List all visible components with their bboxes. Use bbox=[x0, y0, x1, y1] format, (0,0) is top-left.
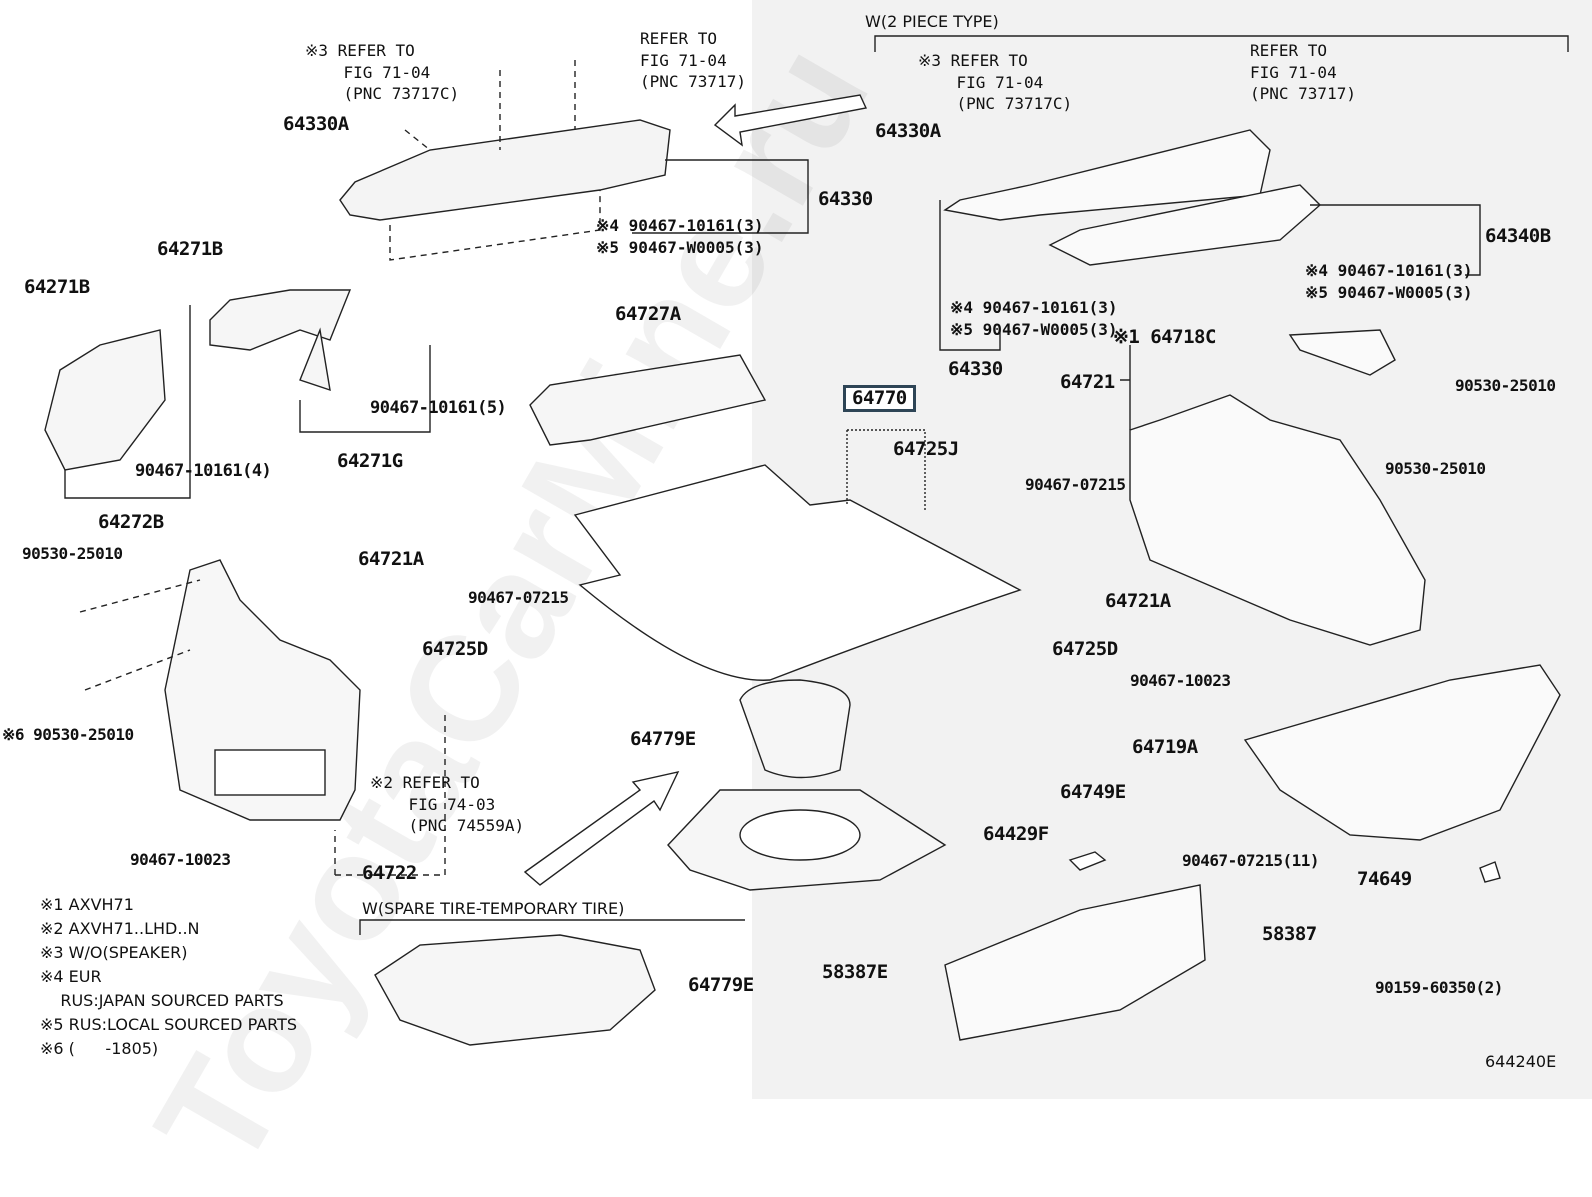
part-label-64271b-a[interactable]: 64271B bbox=[157, 238, 223, 260]
part-label-64330-left[interactable]: 64330 bbox=[818, 188, 873, 210]
footnote: ※2 AXVH71..LHD..N bbox=[40, 919, 200, 938]
callout-ref-73717-left: REFER TO FIG 71-04 (PNC 73717) bbox=[640, 29, 746, 92]
part-label-64718c[interactable]: ※1 64718C bbox=[1113, 326, 1216, 348]
part-label-64779e-a[interactable]: 64779E bbox=[630, 728, 696, 750]
footnote: ※5 RUS:LOCAL SOURCED PARTS bbox=[40, 1015, 298, 1034]
diagram-id: 644240E bbox=[1485, 1052, 1557, 1071]
part-label-90159-60350-2[interactable]: 90159-60350(2) bbox=[1375, 978, 1503, 997]
two-piece-bracket bbox=[874, 35, 1569, 52]
part-label-90467-07215-left[interactable]: 90467-07215 bbox=[468, 588, 569, 607]
part-label-64721a-right[interactable]: 64721A bbox=[1105, 590, 1171, 612]
trim-64721 bbox=[1129, 394, 1426, 646]
part-label-64330a-right[interactable]: 64330A bbox=[875, 120, 941, 142]
callout-ref-73717-right: REFER TO FIG 71-04 (PNC 73717) bbox=[1250, 41, 1356, 104]
part-74649 bbox=[1479, 861, 1501, 883]
cover-64718C bbox=[1288, 329, 1396, 376]
callout-ref-74559a: ※2 REFER TO FIG 74-03 (PNC 74559A) bbox=[370, 773, 525, 836]
part-label-64340b[interactable]: 64340B bbox=[1485, 225, 1551, 247]
footnote: RUS:JAPAN SOURCED PARTS bbox=[40, 991, 284, 1010]
part-label-90530-25010-note6[interactable]: ※6 90530-25010 bbox=[2, 725, 134, 744]
part-label-64779e-b[interactable]: 64779E bbox=[688, 974, 754, 996]
callout-ref-73717c-left: ※3 REFER TO FIG 71-04 (PNC 73717C) bbox=[305, 41, 460, 104]
part-label-64272b[interactable]: 64272B bbox=[98, 511, 164, 533]
part-label-64770-highlighted[interactable]: 64770 bbox=[843, 385, 916, 412]
part-label-74649[interactable]: 74649 bbox=[1357, 868, 1412, 890]
trim-64719A bbox=[1243, 664, 1561, 841]
part-label-90530-25010-r1[interactable]: 90530-25010 bbox=[1455, 376, 1556, 395]
cover-64727A bbox=[529, 354, 767, 446]
part-label-64330-right[interactable]: 64330 bbox=[948, 358, 1003, 380]
part-label-90467-10023-right[interactable]: 90467-10023 bbox=[1130, 671, 1231, 690]
part-label-clip-left[interactable]: ※4 90467-10161(3) ※5 90467-W0005(3) bbox=[596, 216, 764, 257]
part-label-64721[interactable]: 64721 bbox=[1060, 371, 1115, 393]
callout-ref-73717c-right: ※3 REFER TO FIG 71-04 (PNC 73717C) bbox=[918, 51, 1073, 114]
spare-tire-tray-64779E bbox=[739, 679, 851, 779]
parts-illustration bbox=[44, 35, 1569, 1046]
part-label-64749e[interactable]: 64749E bbox=[1060, 781, 1126, 803]
part-label-64721a-left[interactable]: 64721A bbox=[358, 548, 424, 570]
part-label-64271b-b[interactable]: 64271B bbox=[24, 276, 90, 298]
part-label-90467-10161-4[interactable]: 90467-10161(4) bbox=[135, 461, 272, 481]
group-title-two-piece: W(2 PIECE TYPE) bbox=[865, 12, 999, 31]
footnote: ※3 W/O(SPEAKER) bbox=[40, 943, 188, 962]
scuff-plate-58387 bbox=[944, 884, 1206, 1041]
part-label-clip-right-a[interactable]: ※4 90467-10161(3) ※5 90467-W0005(3) bbox=[1305, 261, 1473, 302]
arrow-icon-top bbox=[713, 94, 868, 147]
part-label-90467-10023-left[interactable]: 90467-10023 bbox=[130, 850, 231, 869]
part-label-clip-right-b[interactable]: ※4 90467-10161(3) ※5 90467-W0005(3) bbox=[950, 298, 1118, 339]
part-label-64330a-left[interactable]: 64330A bbox=[283, 113, 349, 135]
arrow-icon-bottom bbox=[523, 771, 680, 886]
footnote: ※4 EUR bbox=[40, 967, 102, 986]
part-label-64719a[interactable]: 64719A bbox=[1132, 736, 1198, 758]
part-label-90530-25010-r2[interactable]: 90530-25010 bbox=[1385, 459, 1486, 478]
bracket-64271G bbox=[209, 289, 352, 351]
part-label-58387e[interactable]: 58387E bbox=[822, 961, 888, 983]
part-label-64722[interactable]: 64722 bbox=[362, 862, 417, 884]
part-label-90467-07215-11[interactable]: 90467-07215(11) bbox=[1182, 851, 1320, 870]
part-label-64725d-right[interactable]: 64725D bbox=[1052, 638, 1118, 660]
footnote: ※1 AXVH71 bbox=[40, 895, 134, 914]
part-label-64727a[interactable]: 64727A bbox=[615, 303, 681, 325]
deck-board-64330-left bbox=[339, 119, 671, 221]
part-label-90467-10161-5[interactable]: 90467-10161(5) bbox=[370, 398, 507, 418]
group-title-spare-tire: W(SPARE TIRE-TEMPORARY TIRE) bbox=[362, 899, 625, 918]
side-trim-left bbox=[44, 329, 166, 471]
part-label-64725d-left[interactable]: 64725D bbox=[422, 638, 488, 660]
part-label-90467-07215-right[interactable]: 90467-07215 bbox=[1025, 475, 1126, 494]
spare-tire-foam-64779E bbox=[374, 934, 656, 1046]
leader-dashed bbox=[389, 190, 601, 261]
footnotes: ※1 AXVH71 ※2 AXVH71..LHD..N ※3 W/O(SPEAK… bbox=[40, 893, 297, 1061]
part-label-64429f[interactable]: 64429F bbox=[983, 823, 1049, 845]
footnote: ※6 ( -1805) bbox=[40, 1039, 159, 1058]
part-label-58387[interactable]: 58387 bbox=[1262, 923, 1317, 945]
part-label-64271g[interactable]: 64271G bbox=[337, 450, 403, 472]
part-label-64725j[interactable]: 64725J bbox=[893, 438, 959, 460]
deck-mat-64770 bbox=[573, 464, 1022, 681]
deck-board-64330-right bbox=[943, 129, 1271, 221]
part-label-90530-25010-a[interactable]: 90530-25010 bbox=[22, 544, 123, 563]
spare-tire-bracket bbox=[359, 919, 745, 935]
